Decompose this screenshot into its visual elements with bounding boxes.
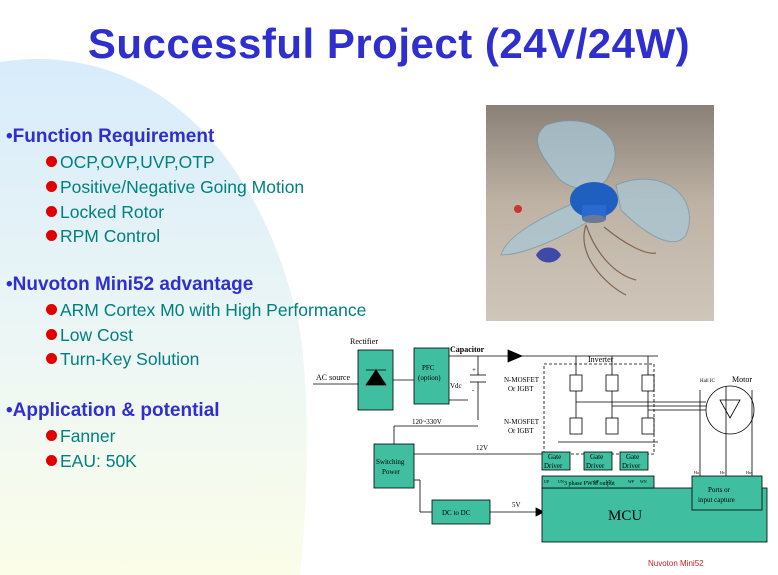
bullet-dot-icon — [46, 353, 57, 364]
v5-label: 5V — [512, 501, 521, 509]
switching-label-line2: Power — [382, 468, 401, 476]
capacitor-label: Capacitor — [450, 345, 485, 354]
gate1-label-line2: Driver — [544, 462, 563, 470]
ac-source-label: AC source — [316, 373, 350, 382]
pin-up: UP — [544, 479, 550, 484]
list-item-label: OCP,OVP,UVP,OTP — [60, 152, 215, 172]
hall-pin-hv: Hv — [720, 470, 725, 475]
pin-un: UN — [558, 479, 564, 484]
list-item-label: Fanner — [60, 426, 116, 446]
bullet-dot-icon — [46, 455, 57, 466]
list-item-label: EAU: 50K — [60, 451, 137, 471]
list-item: Turn-Key Solution — [46, 349, 199, 370]
list-item: ARM Cortex M0 with High Performance — [46, 300, 366, 321]
gate3-label-line2: Driver — [622, 462, 641, 470]
dcdc-label: DC to DC — [442, 509, 471, 517]
hall-pin-hu: Hu — [694, 470, 699, 475]
gate3-label-line1: Gate — [626, 453, 639, 461]
list-item: Fanner — [46, 426, 115, 447]
v120-label: 120~330V — [412, 418, 442, 426]
list-item: RPM Control — [46, 226, 160, 247]
pin-vp: VP — [594, 479, 600, 484]
hall-pin-hw: Hw — [746, 470, 752, 475]
block-diagram: Rectifier AC source PFC (option) Capacit… — [313, 337, 768, 568]
vdc-label: Vdc — [450, 382, 462, 390]
ports-label-line1: Ports or — [708, 486, 731, 494]
gate1-label-line1: Gate — [548, 453, 561, 461]
list-item: OCP,OVP,UVP,OTP — [46, 152, 215, 173]
ports-label-line2: input capture — [698, 496, 735, 504]
mcu-label: MCU — [608, 508, 642, 524]
pin-wn: WN — [640, 479, 647, 484]
list-item: Locked Rotor — [46, 202, 164, 223]
pfc-label-line1: PFC — [422, 364, 435, 372]
motor-label: Motor — [732, 375, 752, 384]
bullet-dot-icon — [46, 181, 57, 192]
bullet-dot-icon — [46, 430, 57, 441]
bullet-dot-icon — [46, 329, 57, 340]
minus-label: - — [472, 386, 475, 394]
section-heading-function-requirement: •Function Requirement — [6, 126, 215, 147]
list-item-label: Locked Rotor — [60, 202, 165, 222]
list-item-label: ARM Cortex M0 with High Performance — [60, 300, 367, 320]
gate2-label-line1: Gate — [590, 453, 603, 461]
list-item: EAU: 50K — [46, 451, 137, 472]
list-item-label: Low Cost — [60, 325, 133, 345]
bullet-dot-icon — [46, 206, 57, 217]
pwm-label: 3 phase PWM output — [564, 481, 615, 487]
footer-label: Nuvoton Mini52 — [648, 559, 704, 568]
v12-label: 12V — [476, 444, 488, 452]
hall-label: Hall IC — [700, 379, 716, 384]
bullet-dot-icon — [46, 304, 57, 315]
list-item-label: Turn-Key Solution — [60, 349, 200, 369]
list-item-label: RPM Control — [60, 226, 161, 246]
rectifier-label: Rectifier — [350, 337, 378, 346]
pfc-label-line2: (option) — [418, 374, 441, 382]
gate2-label-line2: Driver — [586, 462, 605, 470]
list-item: Positive/Negative Going Motion — [46, 177, 304, 198]
nmos2-label-line2: Or IGBT — [508, 427, 534, 435]
nmos1-label-line2: Or IGBT — [508, 385, 534, 393]
nmos2-label-line1: N-MOSFET — [504, 418, 540, 426]
inverter-label: Inverter — [588, 355, 614, 364]
section-heading-nuvoton-advantage: •Nuvoton Mini52 advantage — [6, 274, 254, 295]
list-item: Low Cost — [46, 325, 133, 346]
bullet-dot-icon — [46, 156, 57, 167]
list-item-label: Positive/Negative Going Motion — [60, 177, 305, 197]
bullet-dot-icon — [46, 230, 57, 241]
pin-vn: VN — [606, 479, 612, 484]
pin-wp: WP — [628, 479, 635, 484]
nmos1-label-line1: N-MOSFET — [504, 376, 540, 384]
plus-label: + — [472, 366, 476, 374]
slide-title: Successful Project (24V/24W) — [87, 20, 691, 67]
section-heading-application: •Application & potential — [6, 400, 220, 421]
fan-photo — [486, 105, 714, 321]
switching-label-line1: Switching — [376, 458, 405, 466]
